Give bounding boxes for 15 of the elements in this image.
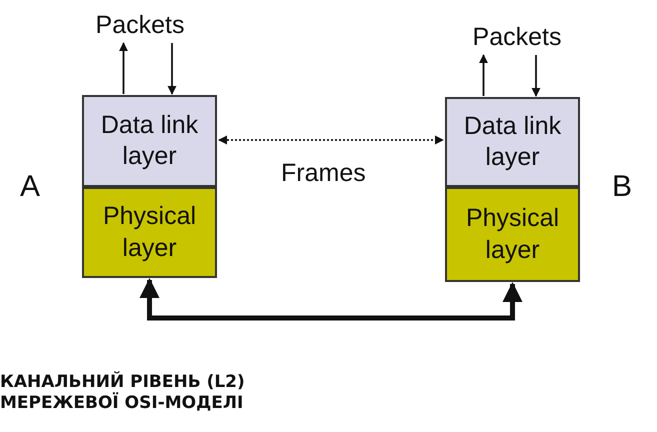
arrow: [479, 54, 488, 96]
flow-label: Packets: [458, 22, 576, 54]
dashed-arrow: [218, 136, 444, 144]
layer-box: Physical layer: [445, 187, 580, 282]
endpoint-label: B: [612, 170, 632, 204]
caption: КАНАЛЬНИЙ РІВЕНЬ (L2) МЕРЕЖЕВОЇ OSI-МОДЕЛІ: [0, 372, 246, 414]
arrow: [532, 55, 540, 97]
arrow: [168, 43, 176, 95]
flow-label: Packets: [92, 10, 188, 42]
endpoint-label: A: [20, 170, 40, 204]
double-arrow: [140, 278, 522, 320]
arrow: [119, 42, 128, 94]
layer-box: Data link layer: [445, 97, 580, 187]
layer-box: Data link layer: [82, 95, 217, 187]
layer-box: Physical layer: [82, 187, 217, 278]
